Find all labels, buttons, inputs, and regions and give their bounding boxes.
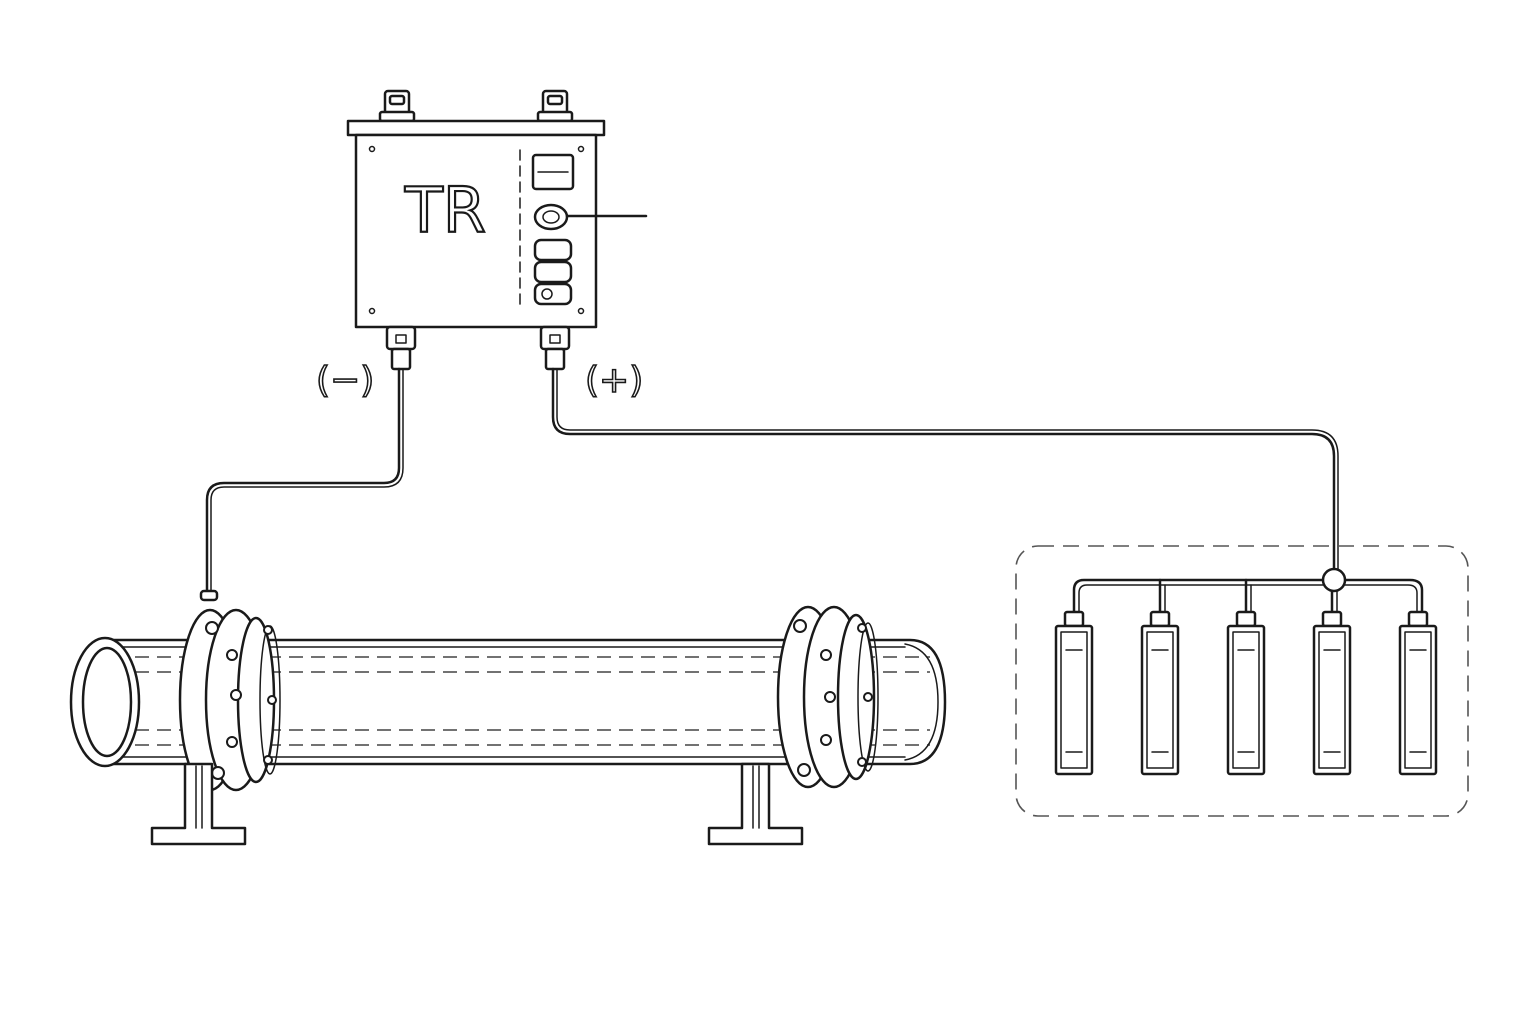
positive-cable [551, 367, 1336, 572]
top-lug-left [378, 89, 416, 123]
top-lug-right [536, 89, 574, 123]
control-panel [531, 153, 648, 306]
negative-cable [205, 367, 401, 598]
positive-terminal [539, 325, 571, 371]
positive-polarity-label: (+) [585, 360, 643, 401]
transformer-rectifier: TR [346, 89, 648, 371]
pipe-support-left [150, 762, 247, 846]
anode-2 [1140, 610, 1180, 776]
pipe-support-right [707, 762, 804, 846]
tr-label: TR [404, 174, 486, 247]
anode-3 [1226, 610, 1266, 776]
anode-groundbed [1015, 545, 1469, 817]
negative-terminal [385, 325, 417, 371]
anode-5 [1398, 610, 1438, 776]
left-flange [178, 608, 281, 792]
negative-polarity-label: (−) [316, 360, 374, 401]
switch-middle [533, 260, 573, 284]
anode-1 [1054, 610, 1094, 776]
switch-lower [533, 282, 573, 306]
switch-upper [533, 238, 573, 262]
anode-4 [1312, 610, 1352, 776]
cable-junction [1321, 567, 1347, 593]
pipeline [69, 605, 947, 792]
right-flange [776, 605, 879, 789]
cable-clamp [199, 589, 219, 602]
groundbed-zone [1015, 545, 1469, 817]
box-lid [346, 119, 606, 137]
